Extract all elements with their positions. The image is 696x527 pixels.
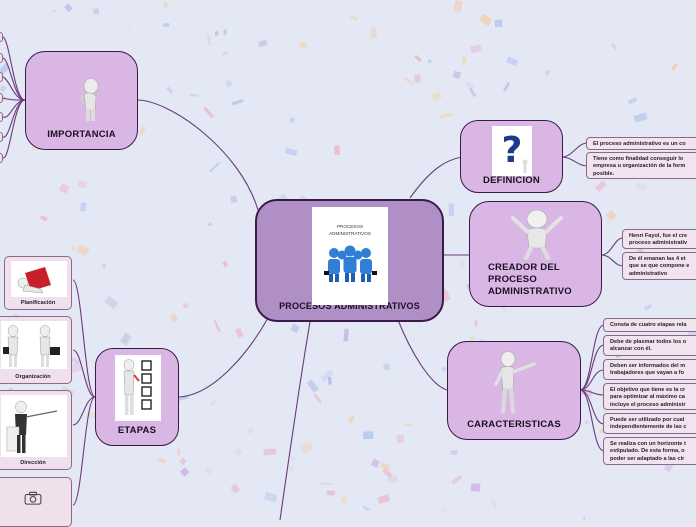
- creador-leaf[interactable]: De él emanan las 4 et que se que compone…: [622, 252, 696, 280]
- link-caracteristicas: [398, 320, 447, 390]
- topic-etapas-title: ETAPAS: [118, 425, 156, 445]
- definicion-leaf[interactable]: Tiene como finalidad conseguir lo empres…: [586, 152, 696, 179]
- checklist-figure-icon: [115, 355, 161, 421]
- etapas-leaf-organizacion[interactable]: Organización: [0, 316, 72, 384]
- question-mark-figure-icon: ?: [492, 126, 532, 176]
- importancia-leaf-stub[interactable]: [0, 72, 3, 82]
- camera-icon: [24, 491, 42, 505]
- welcome-figure-icon: [507, 208, 567, 260]
- topic-creador[interactable]: CREADOR DEL PROCESO ADMINISTRATIVO: [469, 201, 602, 307]
- topic-definicion[interactable]: ? DEFINICION: [460, 120, 563, 193]
- topic-definicion-title: DEFINICION: [483, 175, 540, 192]
- link-importancia: [137, 100, 258, 210]
- business-team-icon: [312, 207, 388, 305]
- topic-importancia[interactable]: IMPORTANCIA: [25, 51, 138, 150]
- pointing-figure-icon: [490, 350, 540, 420]
- central-image: PROCESOS ADMINISTRATIVOS: [312, 207, 388, 305]
- topic-creador-title: CREADOR DEL PROCESO ADMINISTRATIVO: [470, 262, 572, 306]
- definicion-leaf[interactable]: El proceso administrativo es un co: [586, 137, 696, 150]
- caracteristicas-leaf[interactable]: Consta de cuatro etapas rela: [603, 318, 696, 332]
- planificacion-label: Planificación: [21, 300, 56, 309]
- organizacion-image: [1, 321, 67, 369]
- topic-caracteristicas[interactable]: CARACTERISTICAS: [447, 341, 581, 440]
- importancia-leaf-stub[interactable]: [0, 32, 3, 42]
- caracteristicas-leaf[interactable]: El objetivo que tiene es la cr para opti…: [603, 383, 696, 410]
- planning-figure-icon: [11, 261, 67, 297]
- importancia-leaf-stub[interactable]: [0, 53, 3, 63]
- direccion-image: [1, 395, 67, 457]
- planificacion-image: [11, 261, 67, 297]
- etapas-leaf-planificacion[interactable]: Planificación: [4, 256, 72, 310]
- link-etapas: [179, 318, 268, 397]
- importancia-leaf-stub[interactable]: [0, 132, 3, 142]
- direccion-label: Dirección: [20, 460, 46, 469]
- caracteristicas-leaf[interactable]: Se realiza con un horizonte t estipulado…: [603, 437, 696, 465]
- topic-etapas[interactable]: ETAPAS: [95, 348, 179, 446]
- importancia-leaf-stub[interactable]: [0, 112, 3, 122]
- central-node[interactable]: PROCESOS ADMINISTRATIVOS PROCESOS ADMINI…: [255, 199, 444, 322]
- topic-importancia-title: IMPORTANCIA: [47, 129, 116, 149]
- caracteristicas-leaf[interactable]: Deben ser informados del m trabajadores …: [603, 359, 696, 380]
- link-down: [280, 322, 310, 520]
- definicion-image: ?: [492, 126, 532, 176]
- link-definicion: [410, 157, 462, 198]
- creador-leaf[interactable]: Henri Fayol, fue el cre proceso administ…: [622, 229, 696, 249]
- caracteristicas-leaf[interactable]: Puede ser utilizado por cual independien…: [603, 413, 696, 434]
- svg-text:?: ?: [502, 130, 523, 171]
- topic-caracteristicas-title: CARACTERISTICAS: [467, 419, 561, 439]
- organization-figures-icon: [1, 321, 67, 369]
- importancia-leaf-stub[interactable]: [0, 93, 3, 103]
- caracteristicas-leaf[interactable]: Debe de plasmar todos los o alcanzar con…: [603, 335, 696, 356]
- importancia-leaf-stub[interactable]: [0, 153, 3, 163]
- etapas-image: [115, 355, 161, 421]
- thinking-figure-icon: [74, 78, 104, 122]
- organizacion-label: Organización: [15, 374, 50, 383]
- presenter-figure-icon: [1, 395, 67, 457]
- etapas-leaf-direccion[interactable]: Dirección: [0, 390, 72, 470]
